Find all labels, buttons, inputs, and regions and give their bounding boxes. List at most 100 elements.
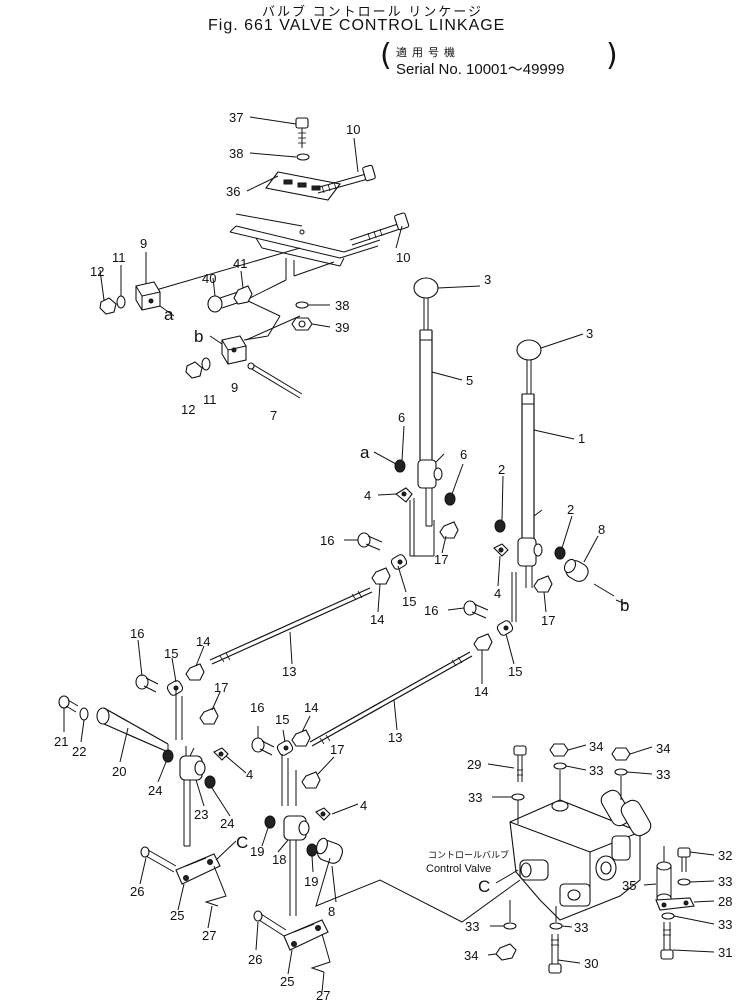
washer-38-lower — [295, 301, 309, 309]
wire-27-upper — [204, 865, 227, 907]
callout-12-lower: 12 — [181, 402, 195, 417]
callout-4-upper: 4 — [364, 488, 371, 503]
bushing-24-left — [162, 749, 174, 763]
clevis-25-lower — [283, 919, 329, 951]
nut-12-upper — [99, 297, 117, 315]
bolt-16-upper-right — [357, 532, 383, 551]
ref-c-right: C — [478, 877, 490, 896]
callout-37: 37 — [229, 110, 243, 125]
callout-33-g: 33 — [718, 917, 732, 932]
callout-4-left: 4 — [246, 767, 253, 782]
bolt-30 — [548, 934, 562, 974]
ref-a-lower: a — [360, 443, 370, 462]
nut-17-lower — [301, 771, 321, 789]
lever-5 — [409, 277, 445, 557]
callout-24-left: 24 — [148, 783, 162, 798]
block-9-upper — [135, 281, 161, 311]
bushing-6-right — [444, 492, 456, 506]
bracket-assembly — [99, 117, 410, 399]
collar-8-upper — [563, 558, 615, 597]
pin-7 — [247, 362, 303, 399]
callout-26-upper: 26 — [130, 884, 144, 899]
callout-5: 5 — [466, 373, 473, 388]
bolt-31 — [660, 922, 674, 960]
rod-13-upper — [209, 587, 373, 665]
bushing-19-right — [306, 843, 318, 857]
right-parenthesis: ) — [606, 38, 618, 73]
left-parenthesis: ( — [380, 38, 392, 73]
callout-21: 21 — [54, 734, 68, 749]
bushing-6-left — [394, 459, 406, 473]
ref-b-upper: b — [194, 327, 203, 346]
joint-15-middle-right — [496, 620, 514, 636]
callout-22: 22 — [72, 744, 86, 759]
bolt-21 — [58, 695, 79, 713]
callout-4-middle: 4 — [494, 586, 501, 601]
figure-header: バルブ コントロール リンケージ Fig. 661 VALVE CONTROL … — [0, 0, 738, 80]
nut-17-left — [199, 707, 219, 725]
washer-11-upper — [116, 295, 126, 309]
bolt-10-upper — [315, 164, 376, 194]
callout-16-upper-right: 16 — [320, 533, 334, 548]
callout-34-b: 34 — [656, 741, 670, 756]
nut-14-upper-right — [371, 567, 391, 585]
callout-33-f: 33 — [718, 874, 732, 889]
callout-25-upper: 25 — [170, 908, 184, 923]
lever-18 — [281, 754, 310, 916]
washer-22 — [79, 707, 89, 721]
nut-14-lower — [291, 729, 311, 747]
callout-25-lower: 25 — [280, 974, 294, 989]
callout-11-lower: 11 — [203, 392, 217, 407]
joint-15-lower — [276, 740, 294, 756]
washer-11-lower — [201, 357, 211, 371]
serial-range: Serial No. 10001～49999 — [396, 61, 565, 78]
callout-16-middle-right: 16 — [424, 603, 438, 618]
callout-19-left: 19 — [250, 844, 264, 859]
callout-15-middle-right: 15 — [508, 664, 522, 679]
ref-a-upper: a — [164, 305, 174, 324]
callout-12-upper: 12 — [90, 264, 104, 279]
pin-26-lower — [253, 910, 287, 937]
callout-16-lower: 16 — [250, 700, 264, 715]
bolt-32 — [677, 847, 691, 872]
callout-14-lower: 14 — [304, 700, 318, 715]
nut-34-c — [495, 943, 517, 961]
washer-33-e — [549, 922, 563, 930]
callout-24-right: 24 — [220, 816, 234, 831]
callout-16-upper-left: 16 — [130, 626, 144, 641]
callout-2-lower: 2 — [567, 502, 574, 517]
callout-17-left: 17 — [214, 680, 228, 695]
nut-12-lower — [185, 361, 203, 379]
callout-2-upper: 2 — [498, 462, 505, 477]
bolt-16-middle-right — [463, 600, 489, 619]
callout-40: 40 — [202, 271, 216, 286]
callout-6-right: 6 — [460, 447, 467, 462]
callout-30: 30 — [584, 956, 598, 971]
washer-33-d — [503, 922, 517, 930]
callout-17-lower: 17 — [330, 742, 344, 757]
callout-13-lower: 13 — [388, 730, 402, 745]
callout-8-lower: 8 — [328, 904, 335, 919]
callout-3-upper: 3 — [484, 272, 491, 287]
callout-27-upper: 27 — [202, 928, 216, 943]
bolt-16-upper-left — [135, 674, 159, 693]
callout-15-upper-left: 15 — [164, 646, 178, 661]
washer-33-f — [677, 878, 691, 886]
callout-3-lower: 3 — [586, 326, 593, 341]
callout-33-e: 33 — [574, 920, 588, 935]
lever-23 — [175, 690, 206, 847]
clevis-25-upper — [175, 853, 221, 885]
callout-6-left: 6 — [398, 410, 405, 425]
ref-c-left: C — [236, 833, 248, 852]
bracket-body — [229, 213, 381, 267]
bolt-40 — [207, 291, 241, 313]
nut-14-middle-right — [473, 633, 493, 651]
callout-15-lower: 15 — [275, 712, 289, 727]
callout-31: 31 — [718, 945, 732, 960]
washer-33-b — [553, 762, 567, 770]
callout-34-c: 34 — [464, 948, 478, 963]
callout-41: 41 — [233, 256, 247, 271]
callout-35: 35 — [622, 878, 636, 893]
callout-39: 39 — [335, 320, 349, 335]
ref-b-lower: b — [620, 596, 629, 615]
